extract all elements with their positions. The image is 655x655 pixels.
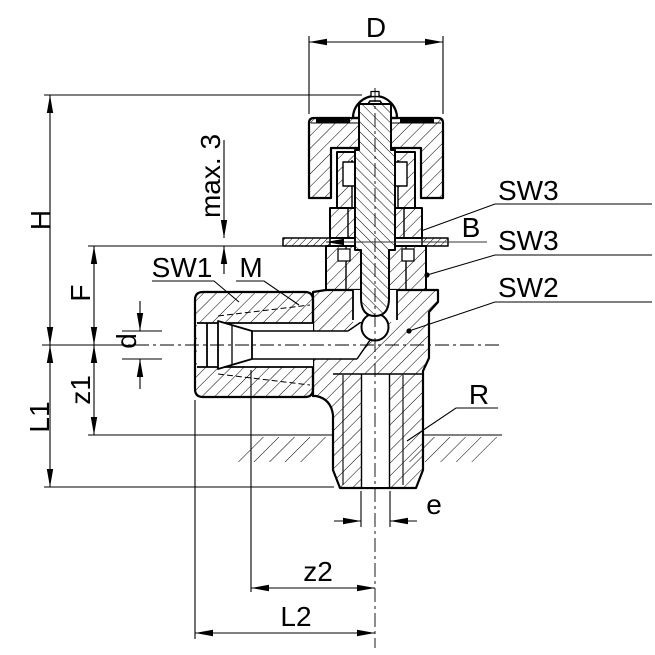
centerlines	[85, 88, 503, 648]
dim-d	[122, 301, 162, 389]
label-B: B	[462, 212, 481, 243]
leader-R	[406, 407, 498, 442]
label-R: R	[469, 379, 489, 410]
label-SW1: SW1	[152, 252, 213, 283]
mounting-wall-hatch	[230, 437, 502, 462]
leader-SW3-lower	[424, 254, 652, 278]
leader-lines	[152, 203, 652, 442]
leader-SW1	[152, 280, 240, 303]
dim-D	[308, 36, 444, 114]
label-L1: L1	[24, 401, 55, 432]
label-H: H	[25, 210, 56, 230]
label-e: e	[426, 489, 442, 520]
label-SW3-lower: SW3	[498, 225, 559, 256]
dim-z2	[250, 370, 375, 592]
label-z2: z2	[303, 556, 333, 587]
coupling-nut	[193, 290, 315, 399]
label-F: F	[65, 284, 96, 301]
dim-H-L1	[42, 94, 362, 488]
valve-stem	[354, 103, 396, 317]
dim-F-z1	[88, 245, 502, 436]
label-D: D	[366, 12, 386, 43]
label-d: d	[111, 333, 142, 349]
label-max3: max. 3	[195, 134, 226, 218]
dim-max3	[220, 140, 228, 274]
leader-SW2	[406, 301, 652, 334]
leader-M	[236, 280, 300, 306]
label-SW3-upper: SW3	[498, 175, 559, 206]
dim-L2	[194, 400, 375, 639]
label-z1: z1	[65, 375, 96, 405]
dimensions	[42, 36, 502, 639]
dim-B	[326, 238, 487, 246]
label-SW2: SW2	[498, 272, 559, 303]
leader-SW3-upper	[420, 203, 652, 232]
label-L2: L2	[280, 601, 311, 632]
dim-e	[334, 491, 417, 527]
label-M: M	[239, 252, 262, 283]
dimension-labels: D H F d z1 L1 max. 3 SW1 M B SW3 SW3 SW2…	[24, 12, 559, 632]
